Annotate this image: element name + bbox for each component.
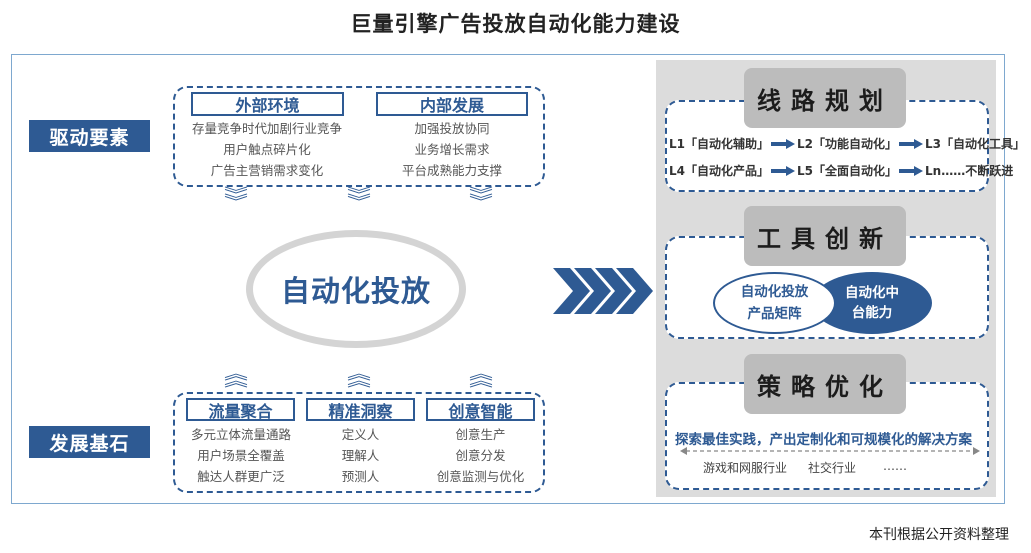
pill-line: 自动化投放	[740, 284, 809, 300]
list-item: 平台成熟能力支撑	[401, 163, 502, 178]
main-frame	[11, 54, 1005, 504]
arrow-right-icon	[771, 165, 795, 176]
industry-social: 社交行业	[808, 461, 857, 475]
level-l2: L2「功能自动化」	[797, 137, 897, 151]
list-item: 存量竞争时代加剧行业竞争	[191, 121, 342, 136]
level-l1: L1「自动化辅助」	[669, 137, 769, 151]
list-item: 用户场景全覆盖	[197, 448, 285, 463]
list-item: 定义人	[341, 427, 380, 442]
tools-title: 工具创新	[744, 206, 906, 266]
chevron-down-icon: ︾︾	[346, 185, 371, 211]
chevron-down-icon: ︾︾	[223, 185, 248, 211]
internal-dev-tag: 内部发展	[376, 92, 528, 116]
center-label: 自动化投放	[280, 274, 431, 308]
external-env-list: 存量竞争时代加剧行业竞争 用户触点碎片化 广告主营销需求变化	[181, 118, 353, 181]
arrow-right-icon	[899, 165, 923, 176]
industry-more: ……	[883, 459, 907, 473]
list-item: 触达人群更广泛	[197, 469, 285, 484]
level-l5: L5「全面自动化」	[797, 164, 897, 178]
list-item: 创意监测与优化	[436, 469, 525, 484]
roadmap-title: 线路规划	[744, 68, 906, 128]
level-ln: Ln……不断跃进	[925, 164, 1014, 178]
list-item: 理解人	[341, 448, 380, 463]
insight-list: 定义人 理解人 预测人	[306, 424, 415, 487]
traffic-list: 多元立体流量通路 用户场景全覆盖 触达人群更广泛	[176, 424, 306, 487]
list-item: 创意分发	[455, 448, 506, 463]
chevron-up-icon: ︽︽	[346, 364, 371, 390]
insight-tag: 精准洞察	[306, 398, 415, 421]
strategy-headline: 探索最佳实践，产出定制化和可规模化的解决方案	[675, 432, 972, 448]
level-l3: L3「自动化工具」	[925, 137, 1025, 151]
traffic-tag: 流量聚合	[186, 398, 295, 421]
pill-line: 自动化中	[845, 285, 899, 301]
list-item: 广告主营销需求变化	[210, 163, 324, 178]
list-item: 用户触点碎片化	[223, 142, 311, 157]
list-item: 加强投放协同	[414, 121, 490, 136]
roadmap-row-1: L1「自动化辅助」 L2「功能自动化」 L3「自动化工具」	[669, 135, 1025, 152]
roadmap-row-2: L4「自动化产品」 L5「全面自动化」 Ln……不断跃进	[669, 162, 1013, 179]
foundation-label: 发展基石	[29, 426, 150, 458]
chevron-up-icon: ︽︽	[223, 364, 248, 390]
list-item: 业务增长需求	[414, 142, 490, 157]
strategy-title: 策略优化	[744, 354, 906, 414]
internal-dev-list: 加强投放协同 业务增长需求 平台成熟能力支撑	[376, 118, 528, 181]
chevron-up-icon: ︽︽	[468, 364, 493, 390]
pill-line: 产品矩阵	[747, 306, 802, 322]
arrow-right-icon	[899, 138, 923, 149]
center-ellipse: 自动化投放	[246, 230, 466, 348]
creative-tag: 创意智能	[426, 398, 535, 421]
pill-line: 台能力	[851, 305, 893, 321]
external-env-tag: 外部环境	[191, 92, 344, 116]
arrow-right-icon	[771, 138, 795, 149]
creative-list: 创意生产 创意分发 创意监测与优化	[420, 424, 541, 487]
drivers-label: 驱动要素	[29, 120, 150, 152]
dashed-double-arrow-icon	[680, 447, 980, 455]
level-l4: L4「自动化产品」	[669, 164, 769, 178]
page-title: 巨量引擎广告投放自动化能力建设	[350, 12, 681, 36]
list-item: 预测人	[341, 469, 380, 484]
big-arrow-icon	[553, 268, 653, 314]
list-item: 创意生产	[455, 427, 506, 442]
product-matrix-pill: 自动化投放 产品矩阵	[713, 272, 836, 334]
foundation-box	[173, 392, 545, 493]
chevron-down-icon: ︾︾	[468, 185, 493, 211]
industry-gaming: 游戏和网服行业	[703, 461, 788, 475]
list-item: 多元立体流量通路	[190, 427, 291, 442]
source-note: 本刊根据公开资料整理	[869, 527, 1009, 543]
drivers-box	[173, 86, 545, 187]
